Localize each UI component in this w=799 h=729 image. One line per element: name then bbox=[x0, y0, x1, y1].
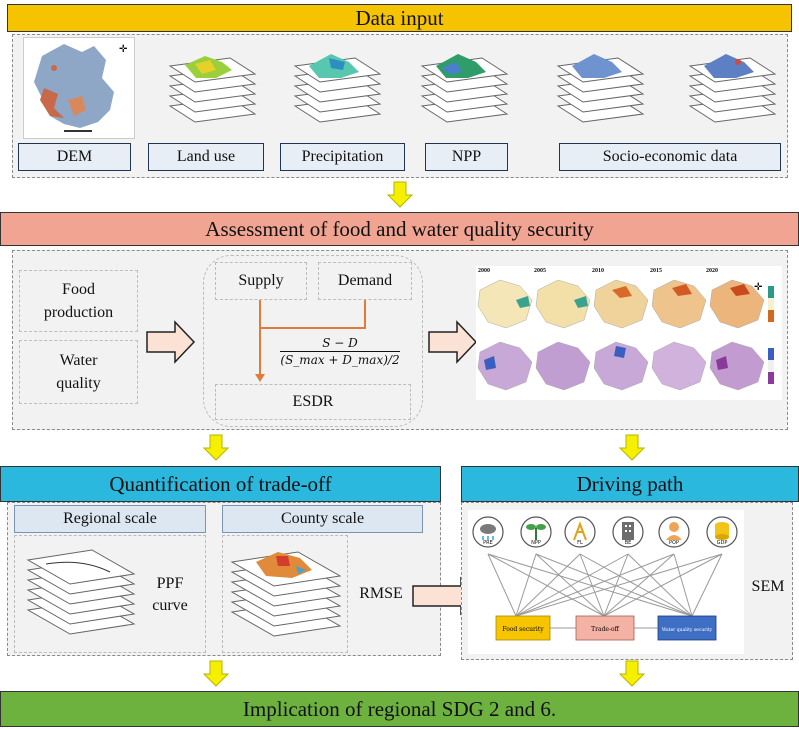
food-production-text: Food production bbox=[43, 280, 114, 321]
building-icon bbox=[622, 522, 634, 540]
regional-scale-text: Regional scale bbox=[63, 510, 157, 527]
svg-text:✛: ✛ bbox=[119, 44, 128, 55]
food-security-node: Food security bbox=[502, 626, 544, 633]
regional-dashed-area bbox=[14, 535, 206, 653]
curve-text: curve bbox=[152, 597, 188, 614]
down-arrow-4 bbox=[202, 660, 230, 687]
sem-node-label-npp: NPP bbox=[531, 540, 541, 546]
sem-node-label-gdp: GDP bbox=[717, 540, 728, 546]
sprout-icon bbox=[526, 524, 546, 540]
county-map-stack bbox=[230, 551, 342, 637]
precipitation-stack bbox=[293, 54, 382, 123]
sem-node-label-pre: PRE bbox=[483, 540, 493, 546]
year-2020: 2020 bbox=[706, 268, 718, 274]
implication-banner: Implication of regional SDG 2 and 6. bbox=[0, 691, 799, 727]
landuse-stack bbox=[168, 56, 257, 123]
supply-box: Supply bbox=[215, 262, 307, 300]
assessment-title: Assessment of food and water quality sec… bbox=[205, 216, 594, 241]
sem-text: SEM bbox=[751, 578, 785, 595]
food-esdr-maps bbox=[477, 279, 765, 329]
year-2015: 2015 bbox=[650, 268, 662, 274]
regional-scale-label: Regional scale bbox=[14, 505, 206, 533]
water-security-node: Water quality security bbox=[662, 627, 713, 633]
socio-economic-label: Socio-economic data bbox=[559, 143, 781, 171]
data-input-banner: Data input bbox=[7, 4, 792, 32]
esdr-years: 2000 2005 2010 2015 2020 bbox=[476, 268, 756, 278]
precipitation-label-text: Precipitation bbox=[301, 148, 384, 165]
county-scale-label: County scale bbox=[222, 505, 423, 533]
driving-banner: Driving path bbox=[461, 466, 799, 502]
legend-bars bbox=[768, 286, 774, 384]
year-2000: 2000 bbox=[478, 268, 490, 274]
county-scale-text: County scale bbox=[280, 510, 365, 527]
esdr-frame bbox=[203, 255, 423, 427]
arrow-to-maps bbox=[428, 320, 478, 364]
driving-title: Driving path bbox=[576, 471, 684, 496]
tradeoff-banner: Quantification of trade-off bbox=[0, 466, 441, 502]
dem-map-graphic: ✛ bbox=[34, 44, 128, 132]
landuse-label: Land use bbox=[148, 143, 264, 171]
tradeoff-node: Trade-off bbox=[591, 626, 619, 633]
water-esdr-maps bbox=[477, 341, 765, 391]
esdr-text: ESDR bbox=[292, 393, 334, 411]
formula-denominator: (S_max + D_max)/2 bbox=[280, 353, 400, 367]
wheat-icon bbox=[573, 521, 587, 541]
npp-label: NPP bbox=[425, 143, 508, 171]
water-quality-box: Water quality bbox=[19, 340, 138, 404]
year-2010: 2010 bbox=[592, 268, 604, 274]
esdr-maps-graphic: ✛ bbox=[477, 279, 774, 391]
dem-label-text: DEM bbox=[56, 148, 93, 165]
data-input-title: Data input bbox=[355, 5, 444, 30]
socio-stack-1 bbox=[556, 54, 645, 123]
down-arrow-1 bbox=[386, 181, 414, 208]
ppf-text: PPF bbox=[156, 574, 184, 592]
supply-text: Supply bbox=[238, 272, 284, 290]
rmse-label: RMSE bbox=[348, 582, 414, 606]
socio-stack-2 bbox=[688, 54, 777, 123]
year-2005: 2005 bbox=[534, 268, 546, 274]
precipitation-label: Precipitation bbox=[280, 143, 405, 171]
compass-icon: ✛ bbox=[754, 282, 763, 293]
esdr-box: ESDR bbox=[215, 384, 411, 420]
npp-label-text: NPP bbox=[451, 148, 482, 165]
down-arrow-2 bbox=[202, 434, 230, 461]
down-arrow-5 bbox=[618, 660, 646, 687]
rmse-text: RMSE bbox=[359, 585, 403, 602]
sem-node-label-pop: POP bbox=[669, 540, 679, 546]
assessment-banner: Assessment of food and water quality sec… bbox=[0, 212, 799, 246]
dem-label: DEM bbox=[18, 143, 131, 171]
sem-diagram: PRE NPP FL BE POP GDP Food security Trad… bbox=[472, 516, 738, 641]
implication-title: Implication of regional SDG 2 and 6. bbox=[242, 696, 557, 721]
demand-text: Demand bbox=[337, 272, 393, 290]
arrow-to-esdr bbox=[146, 320, 196, 364]
sem-node-label-be: BE bbox=[625, 540, 632, 546]
esdr-formula: S − D (S_max + D_max)/2 bbox=[280, 336, 400, 376]
formula-numerator: S − D bbox=[280, 336, 400, 352]
ppf-curve-label: PPF curve bbox=[138, 572, 202, 618]
ppf-stack bbox=[26, 549, 136, 635]
cloud-icon bbox=[480, 524, 496, 540]
socio-economic-label-text: Socio-economic data bbox=[602, 148, 738, 165]
food-production-box: Food production bbox=[19, 270, 138, 332]
down-arrow-3 bbox=[618, 434, 646, 461]
sem-node-label-fl: FL bbox=[577, 540, 583, 546]
water-quality-text: Water quality bbox=[56, 351, 101, 392]
demand-box: Demand bbox=[318, 262, 412, 300]
coins-icon bbox=[715, 522, 729, 540]
dem-map: ✛ bbox=[23, 37, 135, 139]
landuse-label-text: Land use bbox=[176, 148, 236, 165]
tradeoff-title: Quantification of trade-off bbox=[109, 471, 332, 496]
npp-stack bbox=[420, 54, 509, 123]
person-icon bbox=[666, 522, 682, 540]
county-dashed-area bbox=[222, 535, 348, 653]
sem-label: SEM bbox=[746, 575, 790, 599]
